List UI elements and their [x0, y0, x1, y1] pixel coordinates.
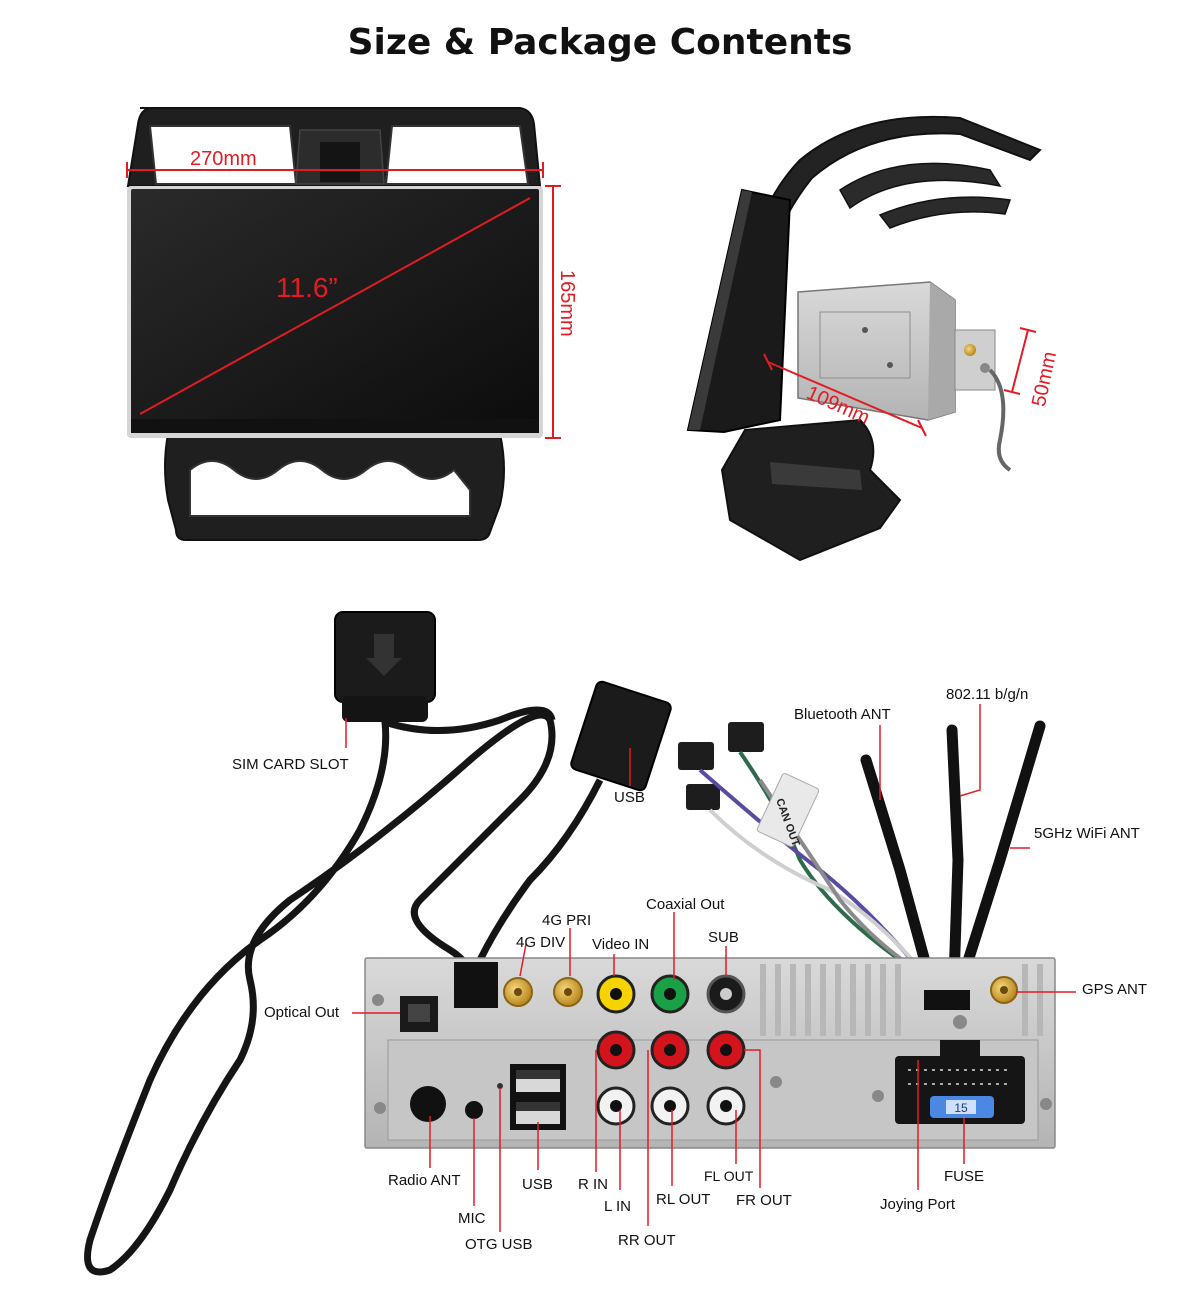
4g-pri-label: 4G PRI — [542, 912, 592, 929]
mount-bracket-bottom — [720, 418, 902, 562]
r-in-label: R IN — [578, 1176, 608, 1193]
otg-usb-port — [497, 1083, 503, 1089]
side-view — [686, 115, 1042, 562]
depth-measure-line — [767, 361, 923, 429]
wifi-24-label: 802.11 b/g/n — [946, 686, 1029, 703]
radio-ant-port — [410, 1086, 446, 1122]
coaxial-out-label: Coaxial Out — [646, 896, 725, 913]
usb-module — [570, 680, 672, 792]
rl-out-label: RL OUT — [656, 1191, 711, 1208]
bluetooth-ant-label: Bluetooth ANT — [794, 706, 891, 723]
mic-label: MIC — [458, 1210, 486, 1227]
usb-label: USB — [614, 789, 645, 806]
fr-out-label: FR OUT — [736, 1192, 792, 1209]
optical-out-label: Optical Out — [264, 1004, 340, 1021]
diagonal-label: 11.6” — [276, 272, 338, 303]
rr-out-label: RR OUT — [618, 1232, 676, 1249]
radio-ant-label: Radio ANT — [388, 1172, 461, 1189]
fuse-value: 15 — [954, 1101, 968, 1115]
gps-ant-label: GPS ANT — [1082, 981, 1148, 998]
fuse-label: FUSE — [944, 1168, 985, 1185]
l-in-label: L IN — [604, 1198, 631, 1215]
usb-bottom-label: USB — [522, 1176, 553, 1193]
height-label: 165mm — [556, 270, 578, 337]
fl-out-label: FL OUT — [704, 1168, 754, 1184]
sim-card-slot-label: SIM CARD SLOT — [232, 756, 349, 773]
page-title: Size & Package Contents — [347, 22, 853, 63]
width-label: 270mm — [190, 148, 257, 170]
sim-cable — [84, 711, 556, 1276]
wifi-24-antenna — [946, 724, 964, 986]
side-height-measure-line — [1011, 329, 1029, 393]
video-in-label: Video IN — [592, 936, 650, 953]
front-view — [126, 107, 561, 541]
sub-label: SUB — [708, 929, 739, 946]
joying-port-label: Joying Port — [880, 1196, 956, 1213]
wifi-5-label: 5GHz WiFi ANT — [1034, 825, 1140, 842]
4g-div-label: 4G DIV — [516, 934, 566, 951]
harness-illustration: CAN OUT — [84, 611, 1056, 1276]
diagonal-measure-line — [139, 197, 531, 415]
callout-lines — [345, 704, 1076, 1232]
mic-port — [465, 1101, 483, 1119]
otg-usb-label: OTG USB — [465, 1236, 533, 1253]
wifi-5-antenna — [956, 720, 1046, 986]
screen — [131, 189, 539, 433]
bluetooth-antenna — [860, 754, 936, 986]
